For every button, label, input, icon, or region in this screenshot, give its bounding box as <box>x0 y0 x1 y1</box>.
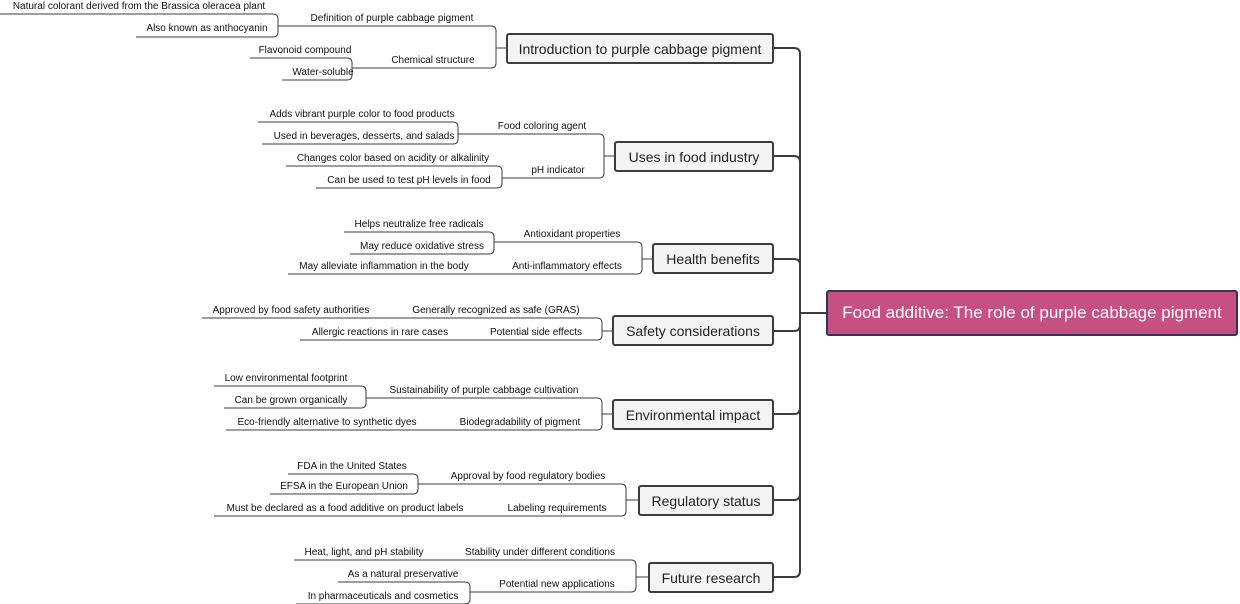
leaf-beverages[interactable]: Used in beverages, desserts, and salads <box>273 131 455 142</box>
connector <box>774 313 801 578</box>
sub-gras[interactable]: Generally recognized as safe (GRAS) <box>412 305 580 316</box>
connector <box>316 177 512 189</box>
root-topic[interactable]: Food additive: The role of purple cabbag… <box>826 290 1238 336</box>
sub-food-coloring-agent[interactable]: Food coloring agent <box>497 121 587 132</box>
leaf-free-radicals[interactable]: Helps neutralize free radicals <box>354 219 484 230</box>
leaf-anthocyanin[interactable]: Also known as anthocyanin <box>146 23 268 34</box>
connector <box>214 499 638 517</box>
connector <box>288 473 428 485</box>
leaf-allergic[interactable]: Allergic reactions in rare cases <box>311 327 449 338</box>
connector <box>338 581 480 593</box>
connector <box>288 258 652 275</box>
connector <box>262 133 468 145</box>
sub-anti-inflammatory[interactable]: Anti-inflammatory effects <box>512 261 622 272</box>
connector <box>214 385 376 399</box>
sub-chemical-structure[interactable]: Chemical structure <box>391 55 475 66</box>
connector <box>504 241 652 260</box>
connector <box>270 483 428 495</box>
leaf-oxidative-stress[interactable]: May reduce oxidative stress <box>360 241 484 252</box>
connector <box>300 330 612 341</box>
branch-regulatory-status[interactable]: Regulatory status <box>638 485 774 516</box>
branch-health-benefits[interactable]: Health benefits <box>652 243 774 274</box>
leaf-approved-authorities[interactable]: Approved by food safety authorities <box>212 305 370 316</box>
sub-new-applications[interactable]: Potential new applications <box>499 579 615 590</box>
connector <box>250 57 362 69</box>
branch-future-research[interactable]: Future research <box>648 562 774 593</box>
connector <box>350 241 504 255</box>
sub-side-effects[interactable]: Potential side effects <box>489 327 583 338</box>
leaf-preservative[interactable]: As a natural preservative <box>347 569 459 580</box>
branch-environmental-impact[interactable]: Environmental impact <box>612 399 774 430</box>
leaf-efsa[interactable]: EFSA in the European Union <box>280 481 408 492</box>
connector <box>224 397 376 409</box>
connector <box>480 576 648 593</box>
connector <box>774 258 801 313</box>
connector <box>512 155 614 179</box>
connector <box>774 47 801 313</box>
leaf-water-soluble[interactable]: Water-soluble <box>292 67 354 78</box>
branch-safety-considerations[interactable]: Safety considerations <box>612 315 774 346</box>
leaf-flavonoid[interactable]: Flavonoid compound <box>258 45 352 56</box>
connector <box>258 121 468 135</box>
connector <box>774 155 801 313</box>
leaf-fda[interactable]: FDA in the United States <box>297 461 407 472</box>
connector <box>294 559 648 578</box>
leaf-vibrant-color[interactable]: Adds vibrant purple color to food produc… <box>269 109 455 120</box>
connector <box>0 13 288 27</box>
sub-definition[interactable]: Definition of purple cabbage pigment <box>310 13 474 24</box>
connector <box>344 231 504 243</box>
sub-labeling[interactable]: Labeling requirements <box>507 503 607 514</box>
leaf-natural-colorant[interactable]: Natural colorant derived from the Brassi… <box>12 1 266 12</box>
connector <box>202 317 612 332</box>
connector <box>362 47 506 69</box>
leaf-eco-friendly[interactable]: Eco-friendly alternative to synthetic dy… <box>237 417 417 428</box>
leaf-grown-organically[interactable]: Can be grown organically <box>234 395 348 406</box>
connector <box>288 25 506 49</box>
branch-uses-food-industry[interactable]: Uses in food industry <box>614 141 774 172</box>
connector <box>774 313 801 501</box>
leaf-test-ph[interactable]: Can be used to test pH levels in food <box>327 175 491 186</box>
connector <box>428 483 638 501</box>
sub-antioxidant[interactable]: Antioxidant properties <box>523 229 621 240</box>
connector <box>376 397 612 415</box>
connector <box>282 67 362 81</box>
connector <box>136 25 288 38</box>
leaf-inflammation[interactable]: May alleviate inflammation in the body <box>299 261 469 272</box>
connector <box>774 313 801 332</box>
connector <box>286 165 512 179</box>
leaf-low-footprint[interactable]: Low environmental footprint <box>224 373 348 384</box>
connector <box>774 313 801 415</box>
branch-introduction[interactable]: Introduction to purple cabbage pigment <box>506 33 774 64</box>
leaf-changes-color[interactable]: Changes color based on acidity or alkali… <box>296 153 490 164</box>
leaf-pharmaceuticals[interactable]: In pharmaceuticals and cosmetics <box>307 591 459 602</box>
sub-ph-indicator[interactable]: pH indicator <box>531 165 585 176</box>
sub-approval-bodies[interactable]: Approval by food regulatory bodies <box>450 471 606 482</box>
sub-biodegradability[interactable]: Biodegradability of pigment <box>459 417 581 428</box>
leaf-heat-light[interactable]: Heat, light, and pH stability <box>304 547 424 558</box>
sub-sustainability[interactable]: Sustainability of purple cabbage cultiva… <box>389 385 579 396</box>
sub-stability[interactable]: Stability under different conditions <box>465 547 615 558</box>
connector <box>226 413 612 431</box>
leaf-must-be-declared[interactable]: Must be declared as a food additive on p… <box>226 503 464 514</box>
connector <box>468 133 614 157</box>
